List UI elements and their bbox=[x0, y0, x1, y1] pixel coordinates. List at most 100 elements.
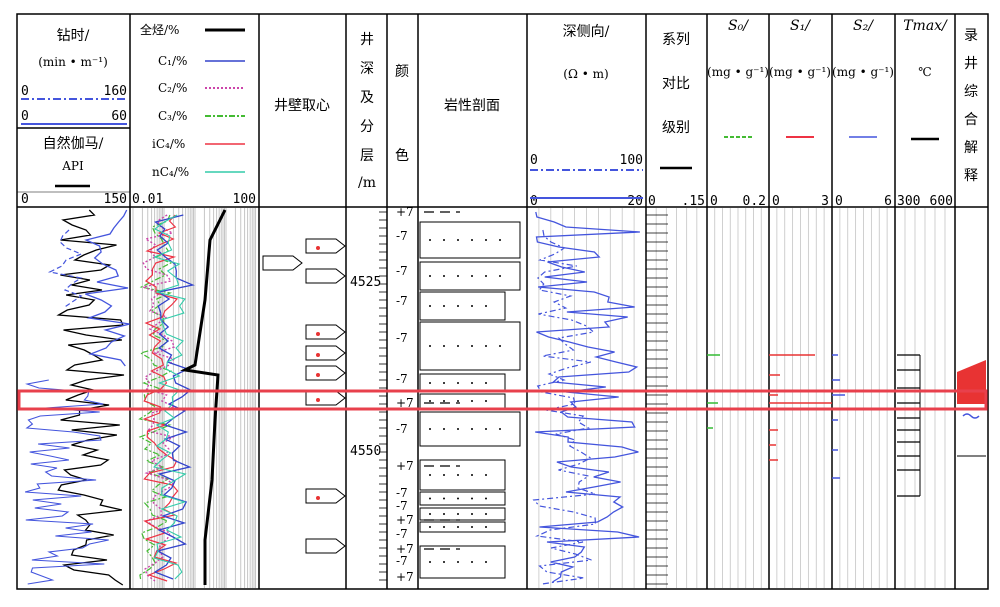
svg-text:分: 分 bbox=[360, 119, 374, 135]
lithology-dot bbox=[457, 275, 459, 277]
lithology-dot bbox=[443, 497, 445, 500]
lithology-code: +7 bbox=[396, 396, 414, 410]
header-resistivity: 深侧向/ (Ω • m) 0 100 0 20 bbox=[530, 24, 643, 209]
lithology-dot bbox=[471, 474, 473, 476]
svg-text:S₀/: S₀/ bbox=[728, 18, 749, 34]
lithology-dot bbox=[443, 428, 445, 430]
lithology-dot bbox=[457, 345, 459, 347]
lithology-dot bbox=[499, 275, 501, 277]
core-oil-dot bbox=[316, 353, 320, 357]
lithology-dot bbox=[429, 239, 431, 241]
lithology-dot bbox=[443, 474, 445, 476]
gas-total-label: 全烃/% bbox=[140, 22, 179, 37]
lithology-layer bbox=[419, 373, 506, 393]
interp-title: 录 井 综 合 解 释 bbox=[964, 28, 978, 184]
drill-scale2-min: 0 bbox=[21, 109, 29, 124]
lithology-dot bbox=[429, 526, 431, 528]
svg-text:深: 深 bbox=[360, 61, 374, 77]
svg-text:20: 20 bbox=[627, 194, 643, 209]
svg-text:级别: 级别 bbox=[662, 120, 690, 136]
c2-curve bbox=[140, 214, 177, 582]
svg-text:(mg • g⁻¹): (mg • g⁻¹) bbox=[769, 65, 831, 79]
drill-scale1-min: 0 bbox=[21, 84, 29, 99]
lithology-code: -7 bbox=[396, 331, 408, 345]
svg-text:Tmax/: Tmax/ bbox=[903, 18, 948, 34]
lithology-code: +7 bbox=[396, 570, 414, 584]
svg-text:合: 合 bbox=[964, 112, 978, 128]
svg-text:.15: .15 bbox=[682, 194, 705, 209]
svg-text:颜: 颜 bbox=[395, 64, 409, 80]
core-sample bbox=[305, 345, 346, 361]
lithology-dot bbox=[443, 345, 445, 347]
depth-mark-4525: 4525 bbox=[350, 275, 381, 290]
drill-time-dash bbox=[47, 229, 83, 309]
lithology-dot bbox=[471, 513, 473, 515]
lithology-dot bbox=[443, 561, 445, 563]
lithology-dot bbox=[471, 382, 473, 384]
lithology-dot bbox=[443, 239, 445, 241]
lithology-code: +7 bbox=[396, 513, 414, 527]
lithology-code: +7 bbox=[396, 459, 414, 473]
svg-text:深侧向/: 深侧向/ bbox=[563, 24, 610, 40]
svg-text:S₂/: S₂/ bbox=[853, 18, 874, 34]
lithology-dot bbox=[499, 345, 501, 347]
c3-curve bbox=[138, 214, 173, 582]
core-sample bbox=[305, 538, 346, 554]
lithology-dot bbox=[429, 305, 431, 307]
core-oil-dot bbox=[316, 332, 320, 336]
lithology-code: -7 bbox=[396, 229, 408, 243]
resistivity-dash-curve bbox=[532, 229, 597, 585]
gamma-scale-min: 0 bbox=[21, 192, 29, 207]
lithology-code: -7 bbox=[396, 554, 408, 568]
lithology-dot bbox=[457, 305, 459, 307]
drill-time-title: 钻时/ bbox=[57, 28, 90, 44]
lithology-dot bbox=[457, 382, 459, 384]
svg-text:S₁/: S₁/ bbox=[790, 18, 811, 34]
drill-time-unit: (min • m⁻¹) bbox=[38, 55, 108, 69]
lithology-dot bbox=[457, 474, 459, 476]
core-sample bbox=[305, 238, 346, 254]
color-title: 颜 色 bbox=[395, 64, 409, 164]
ic4-curve bbox=[142, 214, 179, 582]
core-samples bbox=[262, 238, 346, 554]
lithology-dot bbox=[485, 513, 487, 515]
c1-curve bbox=[153, 214, 195, 580]
lithology-dot bbox=[429, 428, 431, 430]
svg-text:色: 色 bbox=[395, 147, 409, 164]
lithology-layer bbox=[419, 491, 506, 506]
svg-text:6: 6 bbox=[884, 194, 892, 209]
svg-text:0: 0 bbox=[710, 194, 718, 209]
core-oil-dot bbox=[316, 496, 320, 500]
svg-text:解: 解 bbox=[964, 140, 978, 156]
gas-scale-min: 0.01 bbox=[132, 192, 163, 207]
lithology-column: +7-7-7-7-7-7+7-7+7-7-7+7-7+7-7+7 bbox=[396, 205, 521, 584]
lithology-dot bbox=[471, 305, 473, 307]
interp-red-marker bbox=[957, 360, 986, 404]
svg-text:0: 0 bbox=[835, 194, 843, 209]
lithology-dot bbox=[485, 305, 487, 307]
grid-frame bbox=[16, 13, 989, 590]
lithology-dot bbox=[485, 239, 487, 241]
lithology-dot bbox=[443, 275, 445, 277]
lithology-dot bbox=[429, 474, 431, 476]
lithology-dot bbox=[499, 239, 501, 241]
lithology-layer bbox=[419, 291, 506, 321]
header-s1: S₁/ (mg • g⁻¹) 0 3 bbox=[769, 18, 831, 209]
gas-c3-label: C₃/% bbox=[158, 109, 187, 123]
gas-ic4-label: iC₄/% bbox=[152, 137, 185, 151]
lithology-dot bbox=[485, 474, 487, 476]
lithology-dot bbox=[485, 561, 487, 563]
gamma-curve bbox=[56, 209, 125, 586]
core-sample bbox=[262, 255, 303, 271]
svg-text:井: 井 bbox=[964, 56, 978, 72]
nc4-curve bbox=[152, 214, 187, 580]
depth-title: 井 深 及 分 层 /m bbox=[358, 32, 376, 191]
lithology-dot bbox=[457, 561, 459, 563]
core-sample bbox=[305, 365, 346, 381]
resistivity-curve bbox=[535, 211, 640, 583]
svg-text:录: 录 bbox=[964, 28, 978, 44]
lithology-dot bbox=[429, 382, 431, 384]
lithology-layer bbox=[419, 411, 521, 447]
header-s0: S₀/ (mg • g⁻¹) 0 0.2 bbox=[707, 18, 769, 209]
lithology-dot bbox=[499, 428, 501, 430]
